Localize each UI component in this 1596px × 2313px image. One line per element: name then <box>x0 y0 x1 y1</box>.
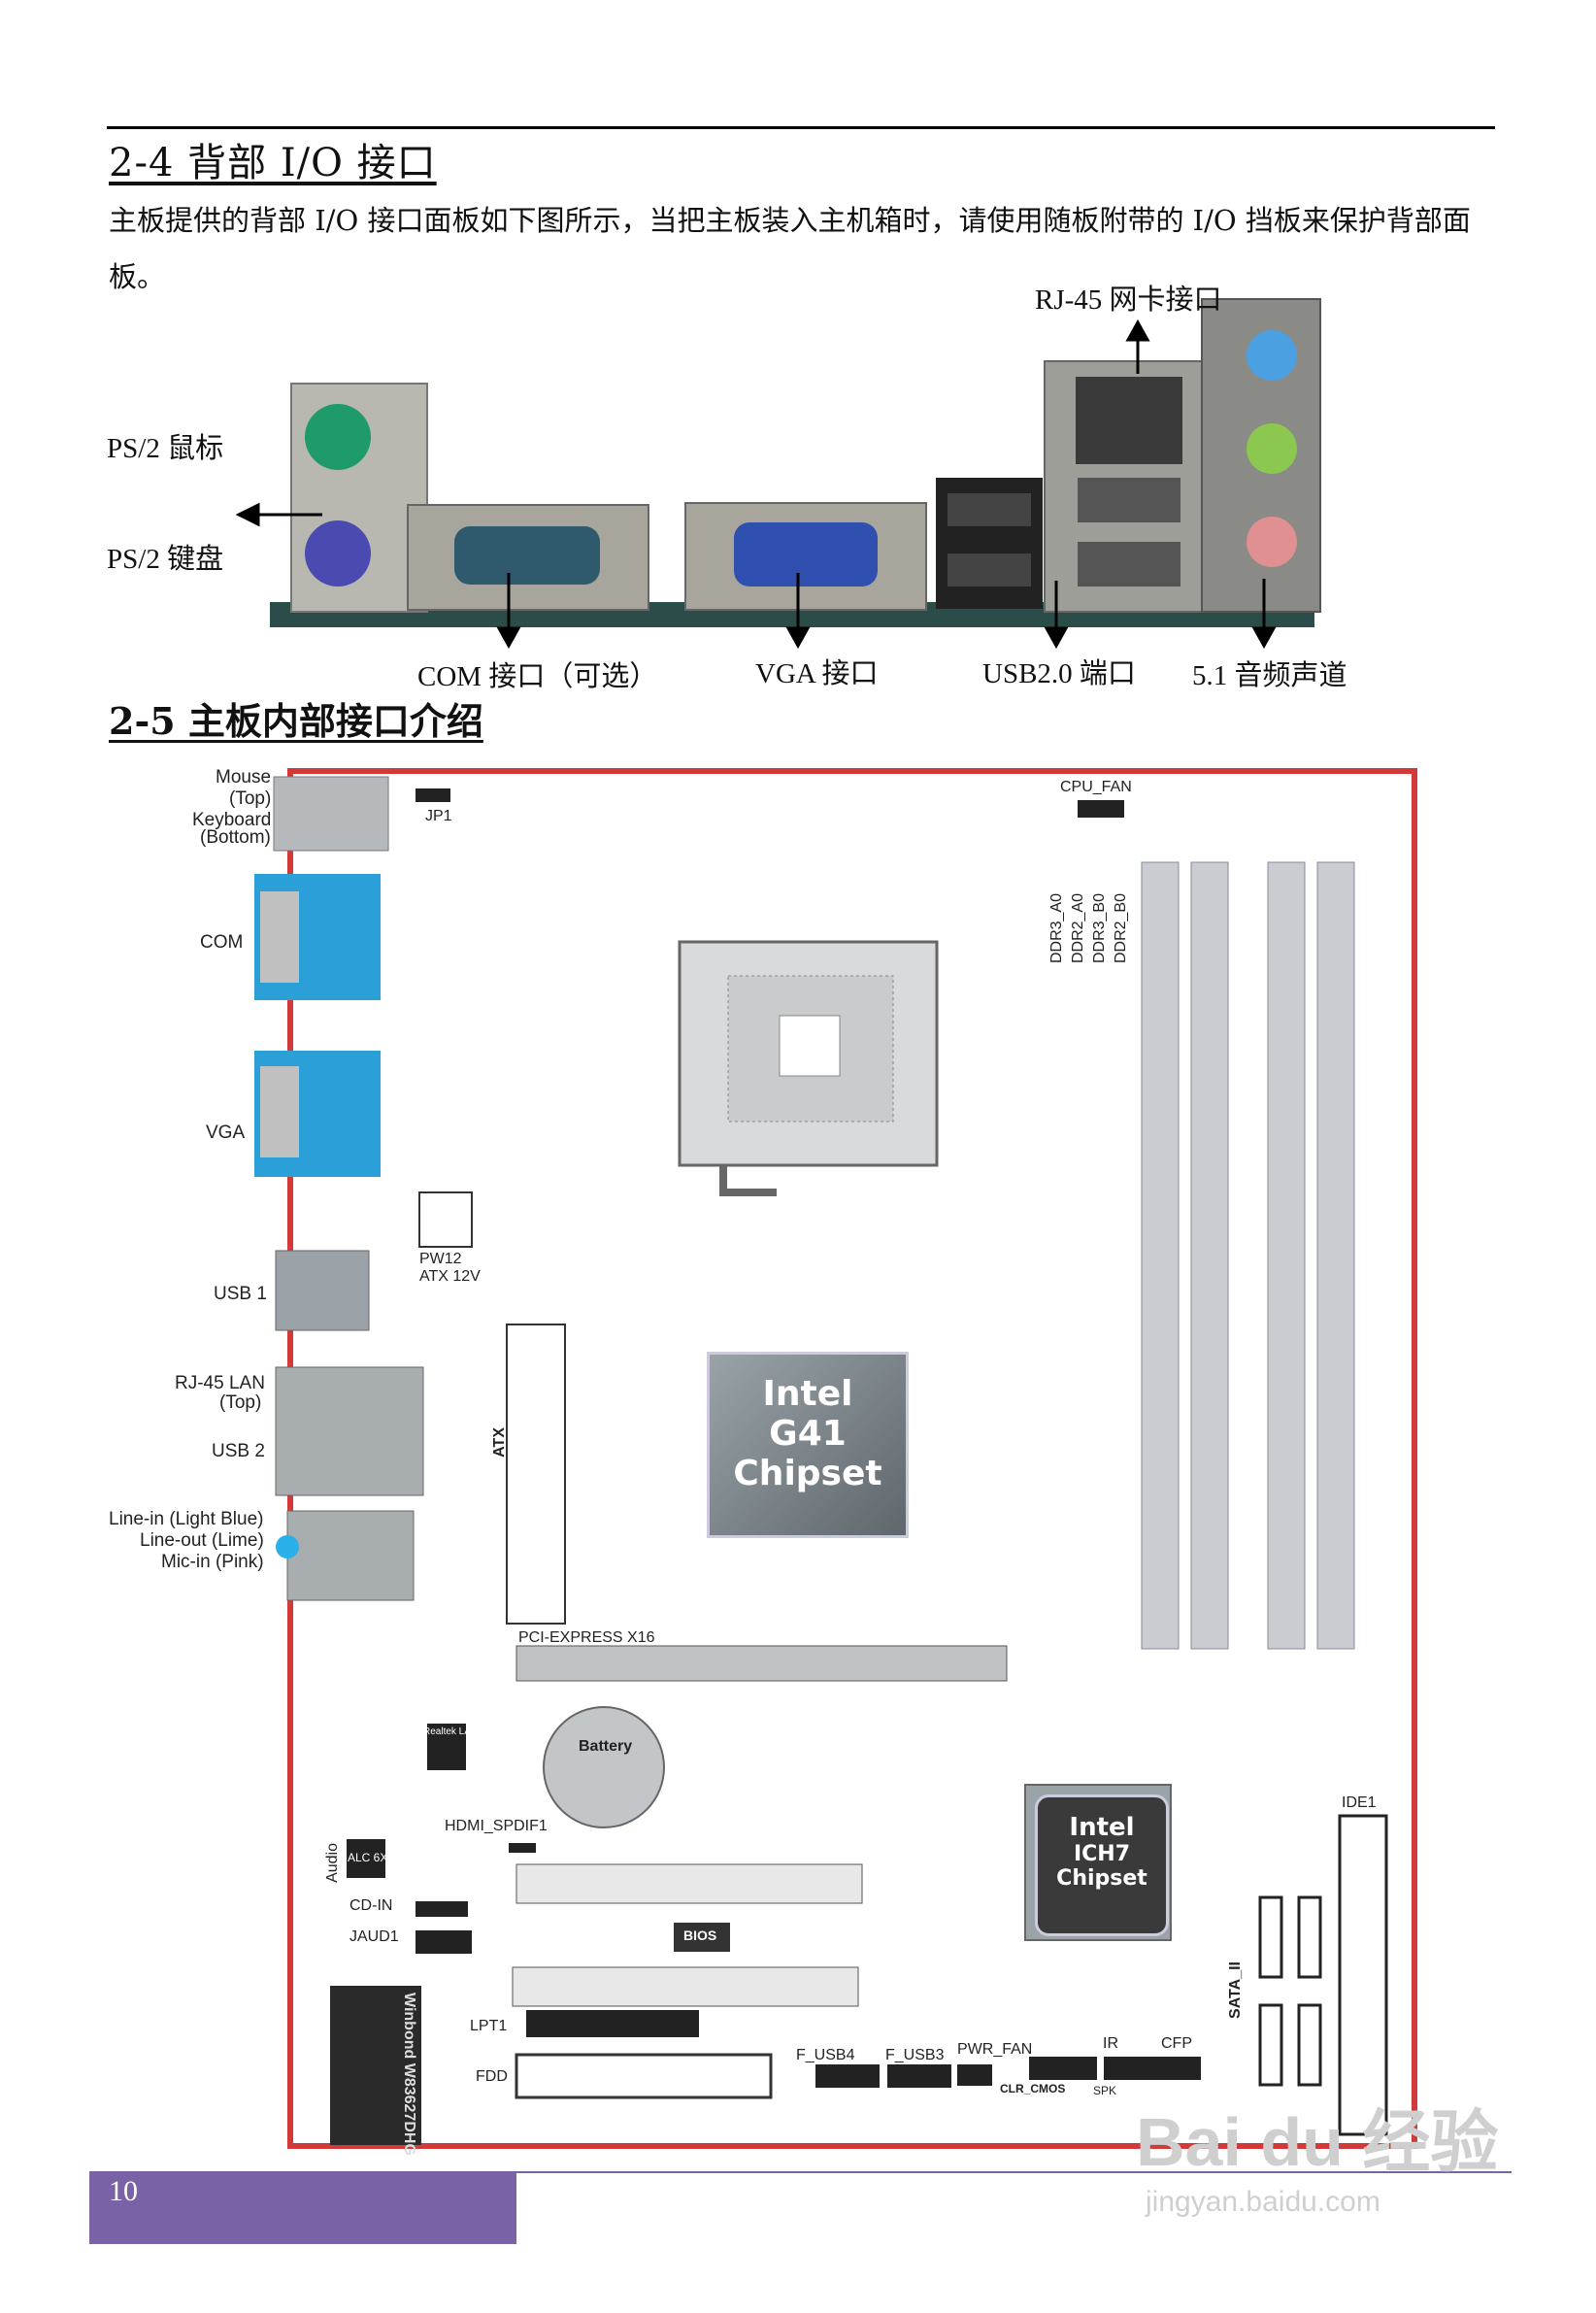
label-com: COM 接口（可选） <box>417 661 658 692</box>
sb-line1: Intel <box>1069 1813 1135 1842</box>
board-shapes <box>254 776 1388 2145</box>
label-rj45-top: (Top) <box>219 1392 262 1413</box>
page-number: 10 <box>109 2175 138 2207</box>
label-cpu-fan: CPU_FAN <box>1060 779 1132 795</box>
label-atx: ATX <box>491 1427 508 1458</box>
label-usb2: USB 2 <box>212 1441 265 1461</box>
watermark-url: jingyan.baidu.com <box>1146 2186 1380 2218</box>
label-keyboard-bottom: (Bottom) <box>200 827 271 848</box>
southbridge-chip: Intel ICH7 Chipset <box>1035 1794 1169 1936</box>
label-bios: BIOS <box>683 1928 717 1943</box>
footer-bar <box>89 2171 516 2244</box>
label-battery: Battery <box>579 1738 633 1755</box>
rear-io-illustration <box>235 298 1321 650</box>
label-cd-in: CD-IN <box>349 1897 393 1914</box>
label-vga-port: VGA <box>206 1123 246 1143</box>
section-paragraph: 主板提供的背部 I/O 接口面板如下图所示，当把主板装入主机箱时，请使用随板附带… <box>109 204 1471 293</box>
label-ir: IR <box>1103 2035 1118 2052</box>
label-lpt1: LPT1 <box>470 2018 508 2034</box>
sb-line2: ICH7 <box>1073 1842 1131 1866</box>
section-heading-internal: 2-5 主板内部接口介绍 <box>109 699 483 743</box>
label-rj45-lan: RJ-45 LAN <box>175 1373 265 1393</box>
label-clr-cmos: CLR_CMOS <box>1000 2082 1066 2095</box>
footer-line <box>516 2171 1512 2173</box>
label-com-port: COM <box>200 932 244 953</box>
label-fdd: FDD <box>476 2068 508 2085</box>
label-usb1: USB 1 <box>214 1284 267 1304</box>
label-audio: Audio <box>324 1843 341 1883</box>
label-audio: 5.1 音频声道 <box>1192 660 1347 691</box>
watermark-brand: Bai du 经验 <box>1136 2104 1499 2180</box>
label-rj45: RJ-45 网卡接口 <box>1035 285 1222 316</box>
label-mouse-top: (Top) <box>229 788 272 809</box>
label-line-out: Line-out (Lime) <box>140 1530 264 1551</box>
label-sata: SATA_II <box>1227 1961 1244 2019</box>
winbond-line2: W83627DHG <box>401 2062 417 2156</box>
top-rule <box>107 126 1495 129</box>
watermark: Bai du 经验 jingyan.baidu.com <box>1136 2088 1498 2219</box>
label-pwr-fan: PWR_FAN <box>957 2041 1033 2058</box>
label-f-usb4: F_USB4 <box>796 2047 855 2063</box>
label-pcie: PCI-EXPRESS X16 <box>518 1629 655 1646</box>
label-mic-in: Mic-in (Pink) <box>161 1552 264 1572</box>
label-atx12v: ATX 12V <box>419 1268 481 1285</box>
winbond-line1: Winbond <box>401 1993 417 2060</box>
label-hdmi-spdif: HDMI_SPDIF1 <box>445 1818 548 1834</box>
label-pw12: PW12 <box>419 1251 462 1267</box>
nb-line1: Intel <box>762 1374 853 1414</box>
label-spk: SPK <box>1093 2084 1117 2097</box>
section-heading-io: 2-4 背部 I/O 接口 <box>109 141 437 185</box>
winbond-chip-label: Winbond W83627DHG <box>336 1993 417 2156</box>
label-realtek: Realtek LAN <box>423 1726 479 1737</box>
northbridge-chip: Intel G41 Chipset <box>707 1352 909 1538</box>
label-alc: ALC 6XX <box>348 1851 396 1864</box>
label-ddr2-b0: DDR2_B0 <box>1113 893 1129 964</box>
label-f-usb3: F_USB3 <box>885 2047 945 2063</box>
label-jp1: JP1 <box>425 808 452 824</box>
label-usb: USB2.0 端口 <box>982 658 1136 689</box>
label-mouse: Mouse <box>216 767 272 788</box>
label-ddr3-b0: DDR3_B0 <box>1091 893 1108 964</box>
label-ddr2-a0: DDR2_A0 <box>1070 893 1086 964</box>
label-ide1: IDE1 <box>1342 1794 1377 1811</box>
label-cfp: CFP <box>1161 2035 1192 2052</box>
label-ddr3-a0: DDR3_A0 <box>1048 893 1065 964</box>
nb-line3: Chipset <box>733 1454 882 1493</box>
label-line-in: Line-in (Light Blue) <box>109 1509 264 1529</box>
sb-line3: Chipset <box>1056 1866 1147 1891</box>
label-ps2-mouse: PS/2 鼠标 <box>107 433 224 464</box>
label-ps2-keyboard: PS/2 键盘 <box>107 544 224 575</box>
label-jaud1: JAUD1 <box>349 1928 399 1945</box>
label-vga: VGA 接口 <box>755 658 879 689</box>
label-keyboard: Keyboard <box>192 810 272 830</box>
nb-line2: G41 <box>769 1414 847 1454</box>
